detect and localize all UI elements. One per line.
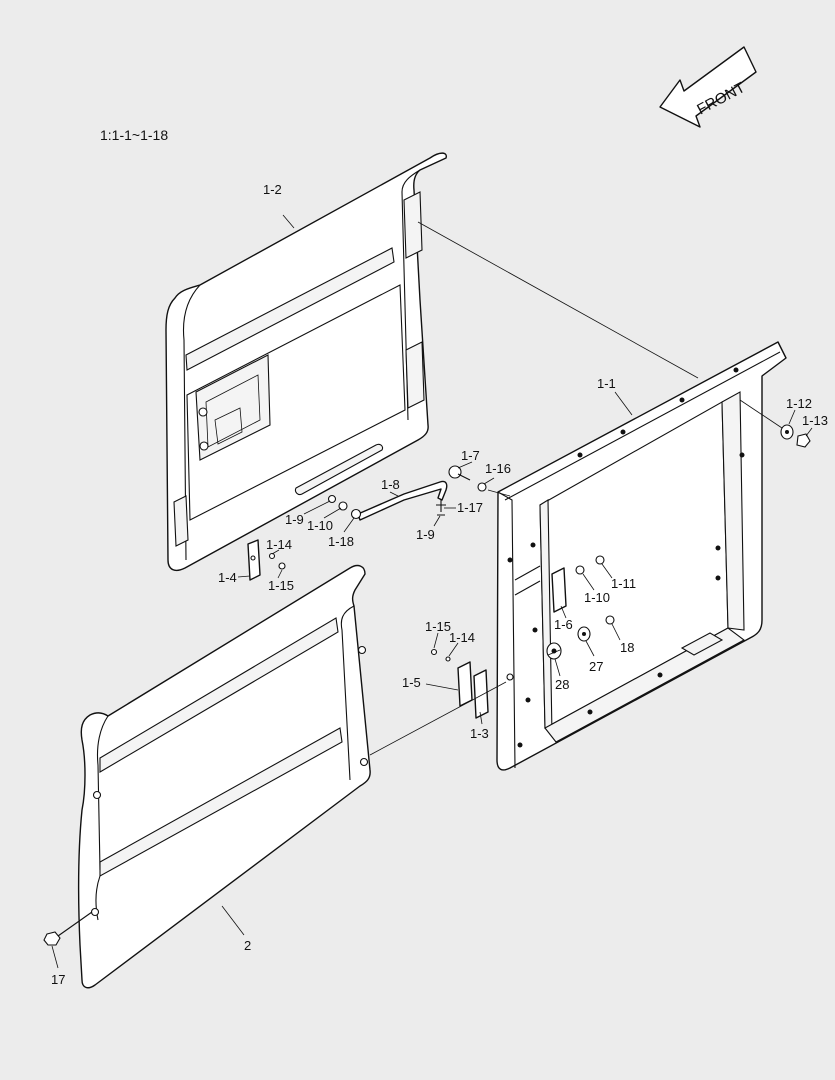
- callout-17: 17: [51, 972, 65, 987]
- callout-18: 18: [620, 640, 634, 655]
- callout-1-7: 1-7: [461, 448, 480, 463]
- callout-28: 28: [555, 677, 569, 692]
- sheet-reference: 1:1-1~1-18: [100, 127, 168, 143]
- front-direction-marker: FRONT: [659, 46, 757, 128]
- latch-rod: [357, 480, 448, 521]
- callout-1-11: 1-11: [611, 576, 636, 591]
- upper-door-panel: [165, 152, 447, 572]
- callout-1-8: 1-8: [381, 477, 400, 492]
- callout-1-4: 1-4: [218, 570, 237, 585]
- callout-1-2: 1-2: [263, 182, 282, 197]
- hardware-parts: [43, 424, 811, 946]
- callout-27: 27: [589, 659, 603, 674]
- callout-1-17: 1-17: [457, 500, 483, 515]
- callout-1-10-door: 1-10: [307, 518, 333, 533]
- callout-1-9-door: 1-9: [285, 512, 304, 527]
- main-frame: [496, 341, 787, 771]
- callout-1-18: 1-18: [328, 534, 354, 549]
- callout-labels: 1-2 1-1 1-12 1-13 1-7 1-16 1-8 1-17 1-9 …: [51, 182, 828, 987]
- callout-1-15-upper: 1-15: [268, 578, 294, 593]
- callout-1-13: 1-13: [802, 413, 828, 428]
- callout-1-9-rod: 1-9: [416, 527, 435, 542]
- callout-1-1: 1-1: [597, 376, 616, 391]
- callout-2: 2: [244, 938, 251, 953]
- callout-1-5: 1-5: [402, 675, 421, 690]
- callout-1-10-frame: 1-10: [584, 590, 610, 605]
- callout-1-14-upper: 1-14: [266, 537, 292, 552]
- lower-panel: [77, 564, 371, 989]
- leader-lines: [51, 214, 813, 969]
- callout-1-14-lower: 1-14: [449, 630, 475, 645]
- callout-1-12: 1-12: [786, 396, 812, 411]
- callout-1-15-lower: 1-15: [425, 619, 451, 634]
- callout-1-16: 1-16: [485, 461, 511, 476]
- callout-1-6: 1-6: [554, 617, 573, 632]
- callout-1-3: 1-3: [470, 726, 489, 741]
- arrow-left-icon: [659, 46, 757, 128]
